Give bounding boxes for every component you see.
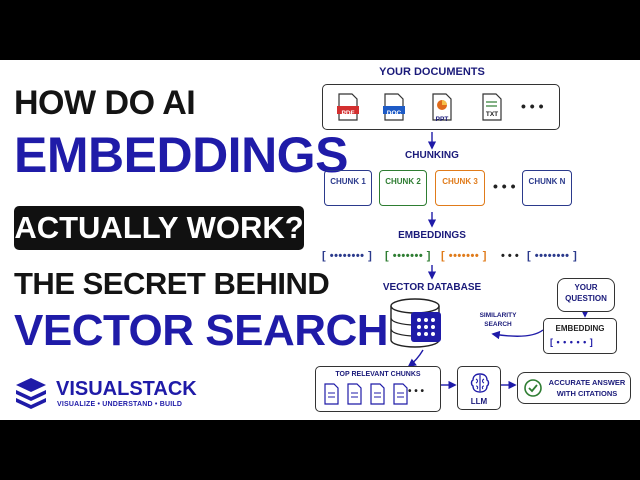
- title-line-2: EMBEDDINGS: [14, 127, 348, 183]
- chunk-3-label: CHUNK 3: [442, 177, 478, 186]
- pdf-file-icon: [337, 93, 359, 121]
- doc-label: DOC: [386, 110, 402, 117]
- top-chunks-ellipsis: • • •: [408, 386, 425, 397]
- answer-box: ACCURATE ANSWER WITH CITATIONS: [517, 372, 631, 404]
- chunk-2-label: CHUNK 2: [385, 177, 421, 186]
- embeddings-label: EMBEDDINGS: [398, 230, 466, 241]
- documents-label: YOUR DOCUMENTS: [379, 66, 485, 78]
- query-embedding-box: EMBEDDING [ • • • • • ]: [543, 318, 617, 354]
- question-label-1: YOUR: [574, 283, 598, 292]
- answer-line-2: WITH CITATIONS: [556, 389, 618, 398]
- txt-label: TXT: [485, 111, 499, 118]
- title-line-4: THE SECRET BEHIND: [14, 266, 330, 301]
- brand-name: VISUALSTACK: [56, 378, 197, 400]
- question-label-2: QUESTION: [565, 294, 607, 303]
- content-panel: HOW DO AI EMBEDDINGS ACTUALLY WORK? THE …: [0, 60, 640, 420]
- rag-pipeline-diagram: YOUR DOCUMENTS PDF DOC PPT: [305, 60, 640, 420]
- embeddings-ellipsis: • • •: [501, 250, 519, 262]
- embedding-vector-n: [ •••••••• ]: [527, 250, 578, 262]
- embedding-vector-1: [ •••••••• ]: [322, 250, 373, 262]
- database-icon: [390, 298, 441, 348]
- title-line-1: HOW DO AI: [14, 84, 196, 122]
- brand-tagline: VISUALIZE • UNDERSTAND • BUILD: [57, 401, 183, 408]
- brain-icon: [470, 373, 490, 393]
- similarity-label-2: SEARCH: [484, 321, 512, 328]
- vector-database-label: VECTOR DATABASE: [382, 282, 482, 293]
- embedding-vector-2: [ ••••••• ]: [385, 250, 431, 262]
- chunk-1: CHUNK 1: [324, 170, 372, 206]
- llm-box: LLM: [457, 366, 501, 410]
- layers-logo-icon: [16, 378, 46, 409]
- query-vector: [ • • • • • ]: [550, 337, 594, 347]
- embedding-vector-3: [ ••••••• ]: [441, 250, 487, 262]
- chunks-ellipsis: • • •: [493, 178, 516, 194]
- query-embedding-label: EMBEDDING: [555, 324, 605, 333]
- chunk-2: CHUNK 2: [379, 170, 427, 206]
- pdf-label: PDF: [341, 110, 355, 117]
- doc-file-icon: [383, 93, 405, 121]
- chunk-1-label: CHUNK 1: [330, 177, 366, 186]
- ppt-label: PPT: [435, 116, 449, 123]
- chunk-n: CHUNK N: [522, 170, 572, 206]
- question-bubble: YOUR QUESTION: [557, 278, 615, 312]
- similarity-label-1: SIMILARITY: [479, 312, 517, 319]
- check-circle-icon: [524, 379, 542, 397]
- answer-line-1: ACCURATE ANSWER: [548, 378, 626, 387]
- title-line-3: ACTUALLY WORK?: [14, 210, 304, 245]
- documents-ellipsis: • • •: [521, 98, 544, 114]
- chunk-3: CHUNK 3: [435, 170, 485, 206]
- txt-file-icon: [482, 93, 502, 121]
- chunking-label: CHUNKING: [405, 150, 459, 161]
- document-icons-row: [324, 383, 408, 405]
- llm-label: LLM: [470, 397, 488, 406]
- chunk-n-label: CHUNK N: [528, 177, 566, 186]
- title-line-3-box: ACTUALLY WORK?: [14, 206, 304, 250]
- ppt-file-icon: [432, 93, 452, 121]
- top-chunks-label: TOP RELEVANT CHUNKS: [335, 371, 421, 378]
- title-line-5: VECTOR SEARCH: [14, 306, 389, 355]
